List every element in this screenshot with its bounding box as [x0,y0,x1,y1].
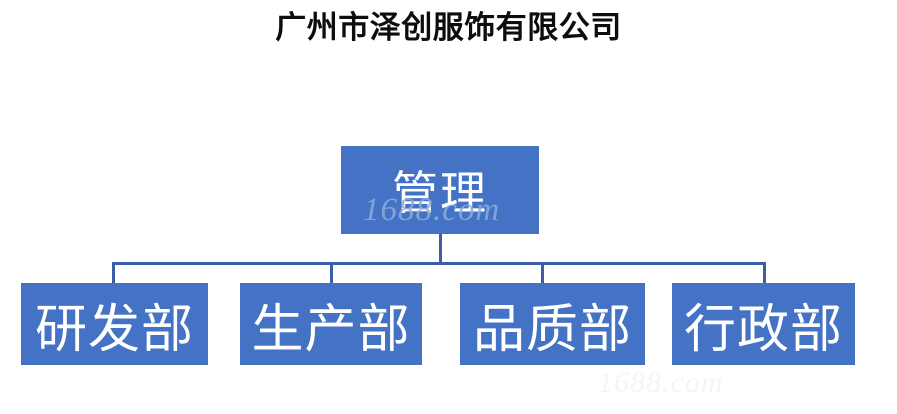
connector-root-stem [439,234,442,264]
org-node-root-label: 管理 [392,167,488,219]
org-node-quality-label: 品质部 [472,300,632,359]
page-title: 广州市泽创服饰有限公司 [275,10,622,45]
connector-horizontal-bus [112,262,766,265]
watermark-secondary: 1688.com [598,366,724,399]
connector-drop-3 [541,262,544,284]
org-node-production-label: 生产部 [251,300,411,359]
connector-drop-2 [330,262,333,284]
org-node-root[interactable]: 管理 [341,146,539,234]
org-node-administration[interactable]: 行政部 [672,283,855,365]
org-node-rd-label: 研发部 [34,300,194,359]
connector-drop-1 [112,262,115,284]
org-node-quality[interactable]: 品质部 [460,283,645,365]
org-node-administration-label: 行政部 [683,300,843,359]
connector-drop-4 [763,262,766,284]
org-node-production[interactable]: 生产部 [240,283,422,365]
org-node-rd[interactable]: 研发部 [21,283,208,365]
